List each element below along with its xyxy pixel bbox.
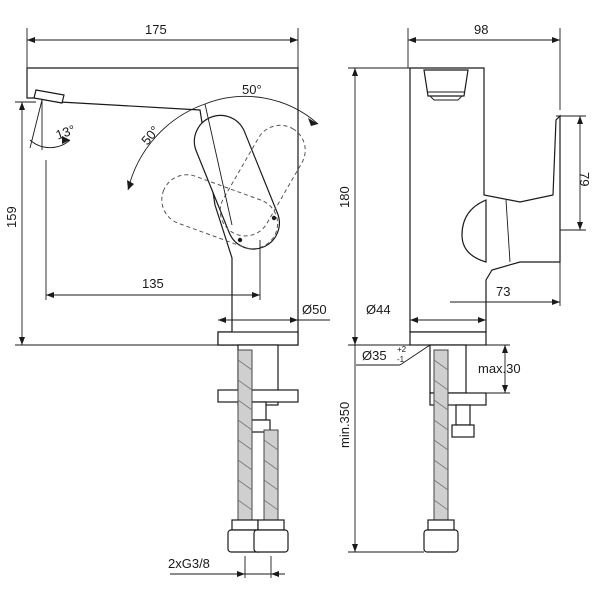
lever-ghost-right [219, 124, 306, 237]
dim-350: min.350 [337, 402, 352, 448]
dim-50: Ø50 [302, 302, 327, 317]
dim-swing-left: 50° [138, 123, 162, 148]
dim-35: Ø35 [362, 348, 387, 363]
dim-max30: max.30 [478, 361, 521, 376]
lever-handle [193, 114, 280, 250]
hose-side [433, 349, 449, 521]
dim-98: 98 [474, 22, 488, 37]
dim-44: Ø44 [366, 302, 391, 317]
dim-13: 13° [54, 122, 78, 143]
lever-hub [461, 199, 487, 263]
dim-73: 73 [496, 284, 510, 299]
dim-135: 135 [142, 276, 164, 291]
front-view: 175 50° 50° 13° [4, 22, 330, 578]
side-view: 98 180 79 73 Ø44 [337, 22, 592, 553]
dim-79: 79 [577, 172, 592, 186]
dim-35-tol-plus: +2 [397, 345, 407, 354]
aerator [423, 69, 469, 97]
lever-ghost-left [161, 174, 279, 250]
hose-right [263, 429, 279, 521]
dim-159: 159 [4, 206, 19, 228]
base-plate-front [217, 331, 299, 346]
dim-swing-right: 50° [242, 82, 262, 97]
dim-35-tol-minus: -1 [397, 355, 405, 364]
spout-tip [33, 89, 65, 104]
mounting-plate-front [217, 389, 299, 403]
hose-left [237, 349, 253, 521]
dim-175: 175 [145, 22, 167, 37]
nut-side [423, 529, 459, 553]
dim-connector: 2xG3/8 [168, 556, 210, 571]
hose-braid [237, 359, 279, 511]
nut-right [253, 529, 289, 553]
dim-180: 180 [337, 186, 352, 208]
base-plate-side [409, 331, 487, 346]
